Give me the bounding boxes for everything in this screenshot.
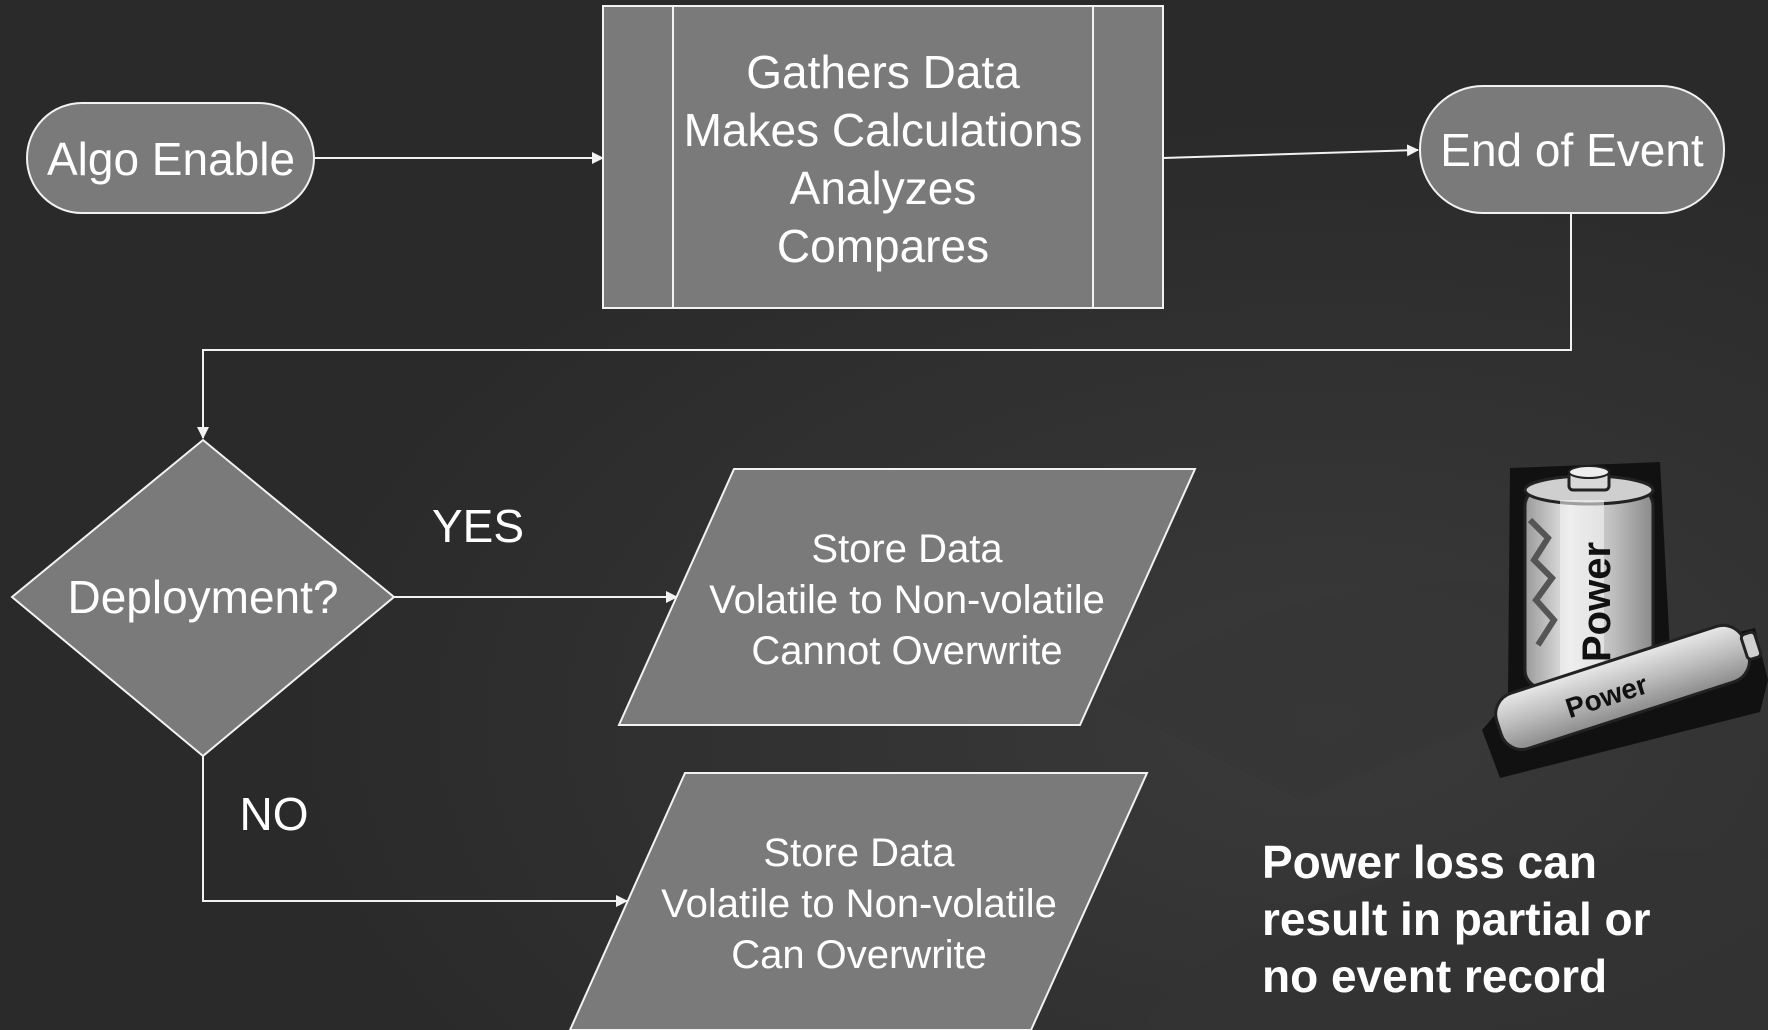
edge-process-to-end — [1162, 144, 1419, 159]
note-line-2: result in partial or — [1262, 893, 1651, 945]
store-yes-line-3: Cannot Overwrite — [751, 629, 1062, 673]
edge-end-to-decision — [197, 213, 1572, 439]
process-line-3: Analyzes — [790, 162, 977, 214]
no-label: NO — [240, 788, 309, 840]
store-no-line-2: Volatile to Non-volatile — [661, 882, 1057, 926]
algo-enable-node: Algo Enable — [26, 102, 315, 214]
algo-enable-label: Algo Enable — [47, 133, 295, 185]
large-battery-label: Power — [1575, 542, 1619, 662]
process-node: Gathers Data Makes Calculations Analyzes… — [602, 5, 1164, 309]
process-shape — [602, 5, 1164, 309]
decision-node: Deployment? — [10, 438, 396, 758]
store-no-line-3: Can Overwrite — [731, 933, 987, 977]
process-line-2: Makes Calculations — [684, 104, 1083, 156]
power-loss-note: Power loss can result in partial or no e… — [1262, 836, 1651, 1002]
store-cannot-overwrite-shape — [617, 468, 1197, 726]
end-of-event-label: End of Event — [1440, 124, 1704, 176]
large-battery: Power — [1523, 465, 1655, 690]
process-line-1: Gathers Data — [746, 46, 1020, 98]
store-can-overwrite-shape — [568, 772, 1149, 1030]
store-yes-line-2: Volatile to Non-volatile — [709, 578, 1105, 622]
edge-decision-no — [202, 756, 628, 907]
store-yes-line-1: Store Data — [811, 527, 1003, 571]
battery-icon: Power Power — [1482, 462, 1768, 778]
end-of-event-node: End of Event — [1419, 85, 1725, 214]
algo-enable-shape — [26, 102, 315, 214]
process-line-4: Compares — [777, 220, 989, 272]
lightning-icon — [1527, 517, 1558, 647]
note-line-1: Power loss can — [1262, 836, 1597, 888]
store-no-line-1: Store Data — [763, 831, 955, 875]
decision-label: Deployment? — [67, 571, 338, 623]
yes-label: YES — [432, 500, 524, 552]
store-can-overwrite-node: Store Data Volatile to Non-volatile Can … — [568, 772, 1149, 1030]
store-cannot-overwrite-node: Store Data Volatile to Non-volatile Cann… — [617, 468, 1197, 726]
small-battery: Power — [1494, 623, 1763, 751]
decision-shape — [10, 438, 396, 758]
background-swoosh-lower — [1140, 849, 1768, 1030]
note-line-3: no event record — [1262, 950, 1607, 1002]
end-of-event-shape — [1419, 85, 1725, 214]
